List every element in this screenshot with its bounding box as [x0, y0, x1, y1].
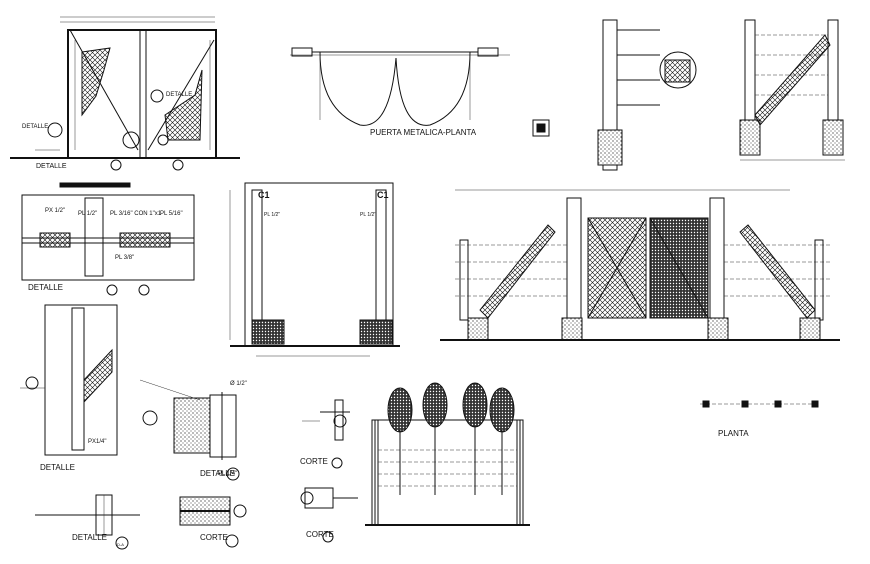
- px-half-label: PX 1/2": [45, 208, 65, 214]
- planta-label: PLANTA: [718, 429, 749, 438]
- small-plate-detail: DETALLE D-A: [35, 494, 140, 550]
- px14-label: PX1/4": [88, 439, 106, 445]
- corte-a-a: CORTE: [300, 399, 350, 469]
- c1-right-label: C1: [377, 190, 389, 200]
- detalle-label-bl: DETALLE: [72, 533, 107, 542]
- column-structure-detail: C1 C1 PL 1/2" PL 1/2": [229, 182, 400, 357]
- detalle-label-plate: DETALLE: [28, 283, 63, 292]
- pl-38-label: PL 3/8": [115, 255, 134, 261]
- detalle-ref-bl: D-A: [117, 542, 124, 547]
- pl-316-label: PL 3/16" CON 1"x1: [110, 211, 162, 217]
- anchor-plate-detail: Ø 1/2" PL 1/4" DETALLE: [139, 379, 247, 481]
- plate-detail-plan: PX 1/2" PL 1/2" PL 3/16" CON 1"x1 PL 5/1…: [21, 182, 195, 296]
- detalle-label-gate: DETALLE: [166, 92, 192, 98]
- detalle-label-post: DETALLE: [40, 463, 75, 472]
- pl-516-label: PL 5/16": [160, 211, 183, 217]
- corte-label-bb: CORTE: [306, 530, 334, 539]
- c1-left-label: C1: [258, 190, 270, 200]
- pl-half-label: PL 1/2": [78, 211, 97, 217]
- gate-elevation-detail: DETALLE DETALLE DETALLE: [10, 16, 240, 171]
- corte-b-b: CORTE: [300, 487, 358, 543]
- corte-label-center: CORTE: [200, 533, 228, 542]
- c1-left-pl: PL 1/2": [264, 212, 280, 218]
- detalle-label-tl: DETALLE: [36, 163, 67, 170]
- phi-half-label: Ø 1/2": [230, 381, 247, 387]
- puerta-planta-title: PUERTA METALICA-PLANTA: [370, 128, 477, 137]
- fence-post-elevation: [532, 19, 697, 171]
- pl14-label: PL 1/4": [218, 471, 237, 477]
- fence-braced-elevation: [739, 19, 845, 161]
- corte-detail-lower: CORTE: [179, 496, 247, 548]
- detalle-label-left: DETALLE: [22, 124, 48, 130]
- detalle-label-center: DETALLE: [200, 469, 235, 478]
- post-vertical-detail: PX1/4" DETALLE: [20, 304, 118, 472]
- fence-vegetation-elevation: [365, 382, 530, 526]
- fence-plan: PLANTA: [700, 400, 820, 438]
- metal-door-plan: PUERTA METALICA-PLANTA: [290, 47, 510, 137]
- c1-right-pl: PL 1/2": [360, 212, 376, 218]
- corte-label-aa: CORTE: [300, 457, 328, 466]
- main-entrance-elevation: [440, 189, 840, 341]
